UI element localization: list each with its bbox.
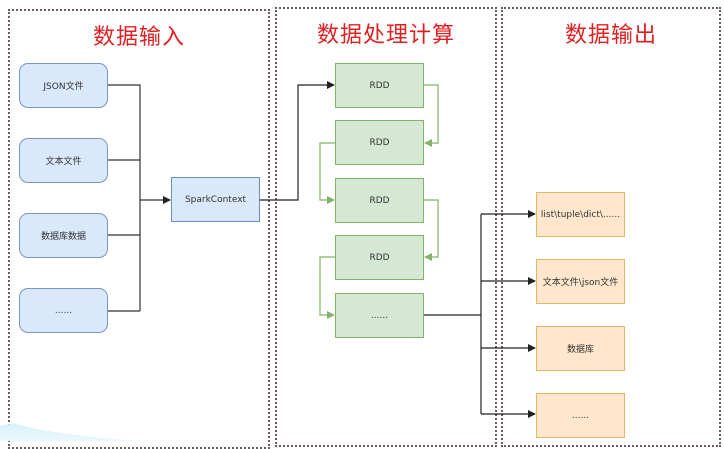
input-node-more[interactable]: ...... xyxy=(19,288,108,333)
input-panel-title: 数据输入 xyxy=(92,25,185,50)
output-node-files[interactable]: 文本文件\json文件 xyxy=(536,259,625,304)
edge-context-to-rdd xyxy=(260,81,335,201)
rdd-node-1[interactable]: RDD xyxy=(335,63,424,108)
input-edges xyxy=(108,84,171,312)
output-node-more[interactable]: ...... xyxy=(536,393,625,438)
rdd-node-more[interactable]: ...... xyxy=(335,293,424,338)
output-panel-title: 数据输出 xyxy=(564,23,657,48)
rdd-node-4[interactable]: RDD xyxy=(335,235,424,280)
process-panel-title: 数据处理计算 xyxy=(316,23,455,48)
output-node-database[interactable]: 数据库 xyxy=(536,326,625,371)
output-node-collections[interactable]: list\tuple\dict\...... xyxy=(536,192,625,237)
rdd-chain-edges xyxy=(319,84,439,319)
input-node-text[interactable]: 文本文件 xyxy=(19,138,108,183)
input-node-json[interactable]: JSON文件 xyxy=(19,63,108,108)
edge-json xyxy=(108,84,141,311)
output-panel: 数据输出 xyxy=(501,7,721,447)
output-edges xyxy=(424,210,536,418)
input-node-database[interactable]: 数据库数据 xyxy=(19,213,108,258)
rdd-node-2[interactable]: RDD xyxy=(335,120,424,165)
spark-context-node[interactable]: SparkContext xyxy=(171,177,260,222)
rdd-node-3[interactable]: RDD xyxy=(335,178,424,223)
